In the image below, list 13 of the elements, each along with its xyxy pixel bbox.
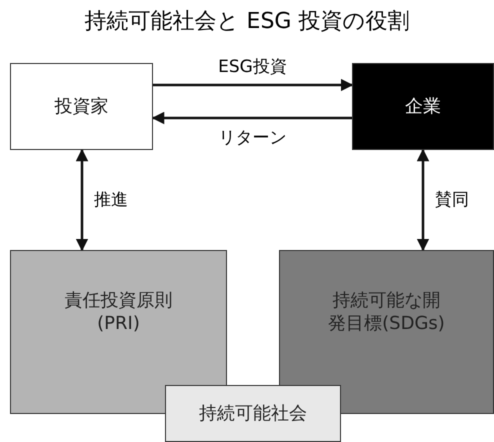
box-label: 責任投資原則(PRI) [64,288,174,336]
concept-box [352,63,494,150]
concept-box [10,63,153,150]
concept-box [165,385,341,442]
arrow [152,112,352,124]
arrow [76,148,88,252]
box-label: 企業 [405,94,441,118]
arrow [416,148,430,252]
box-label: 持続可能な開発目標(SDGs) [327,288,446,336]
box-label: 投資家 [54,94,108,118]
diagram-title: 持続可能社会と ESG 投資の役割 [84,8,410,36]
box-label: 持続可能社会 [199,402,307,426]
arrow [153,78,354,92]
